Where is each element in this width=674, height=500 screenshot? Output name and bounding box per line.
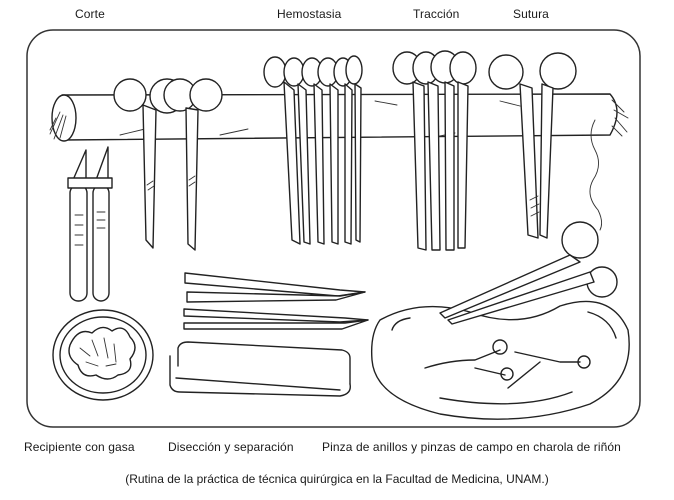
label-hemostasia: Hemostasia (277, 7, 342, 21)
label-corte: Corte (75, 7, 105, 21)
figure-caption: (Rutina de la práctica de técnica quirúr… (125, 472, 549, 486)
suture-thread (589, 119, 603, 231)
scissors-group (113, 78, 223, 251)
label-charola-rinon: Pinza de anillos y pinzas de campo en ch… (322, 440, 621, 454)
label-traccion: Tracción (413, 7, 460, 21)
towel-clamps (424, 339, 591, 389)
diagram-frame (26, 29, 641, 428)
gauze-bowl (52, 309, 154, 401)
label-sutura: Sutura (513, 7, 549, 21)
hemostatic-forceps-group (263, 55, 363, 245)
ring-forceps (439, 221, 618, 325)
tissue-forceps-group (183, 272, 369, 330)
label-recipiente-gasa: Recipiente con gasa (24, 440, 135, 454)
scalpel-group (67, 146, 113, 302)
label-diseccion-separacion: Disección y separación (168, 440, 294, 454)
traction-forceps-group (392, 50, 477, 251)
kidney-tray (370, 300, 630, 420)
needle-holder (488, 52, 577, 239)
retractor (169, 341, 351, 397)
